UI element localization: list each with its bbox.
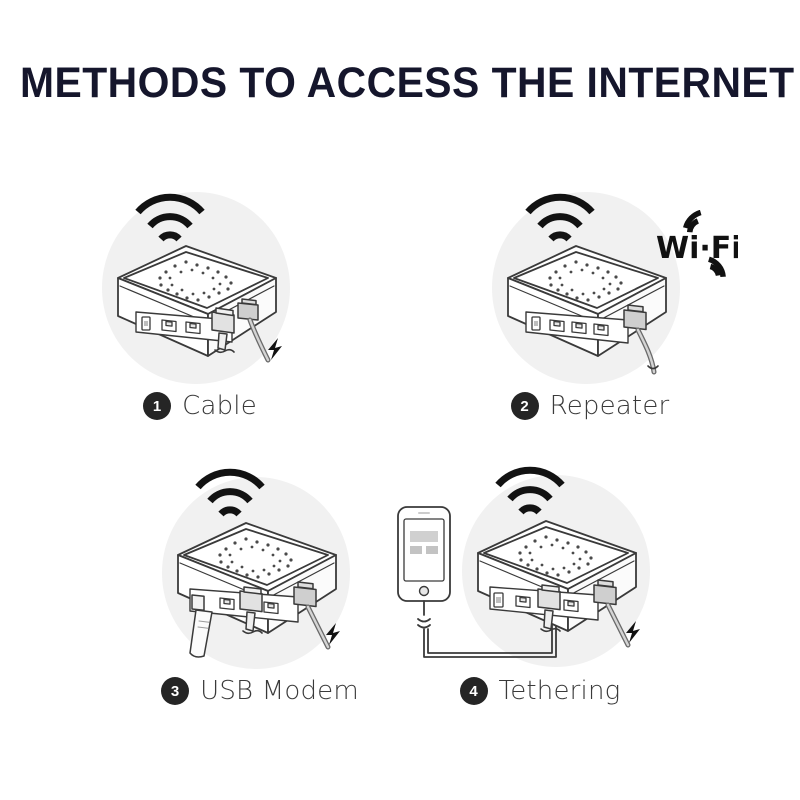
page-title: METHODS TO ACCESS THE INTERNET <box>20 59 795 107</box>
method-number-badge: 2 <box>510 392 539 420</box>
method-number-badge: 4 <box>459 677 488 705</box>
methods-grid: 1 Cable <box>0 160 800 760</box>
method-number-badge: 1 <box>143 392 172 420</box>
method-label: Tethering <box>498 676 621 706</box>
method-number-badge: 3 <box>161 677 190 705</box>
wifi-wordmark-icon: Wi·Fi <box>646 210 738 284</box>
method-caption: 3 USB Modem <box>60 677 460 705</box>
method-panel-cable[interactable]: 1 Cable <box>0 160 400 455</box>
router-with-usb-dongle-icon <box>60 445 460 685</box>
method-panel-tethering[interactable]: 4 Tethering <box>340 445 740 740</box>
method-panel-usb-modem[interactable]: 3 USB Modem <box>60 445 460 740</box>
router-with-ethernet-cable-icon <box>0 160 400 400</box>
method-label: Cable <box>182 391 257 421</box>
method-caption: 1 Cable <box>0 392 400 420</box>
router-with-wifi-wordmark-icon <box>390 160 790 400</box>
wifi-wordmark-text: Wi·Fi <box>656 231 738 266</box>
method-label: USB Modem <box>200 676 359 706</box>
method-caption: 2 Repeater <box>390 392 790 420</box>
smartphone-icon <box>397 506 451 602</box>
method-caption: 4 Tethering <box>340 677 740 705</box>
router-with-smartphone-icon <box>340 445 740 685</box>
method-label: Repeater <box>549 391 670 421</box>
method-panel-repeater[interactable]: Wi·Fi 2 Repeater <box>390 160 790 455</box>
